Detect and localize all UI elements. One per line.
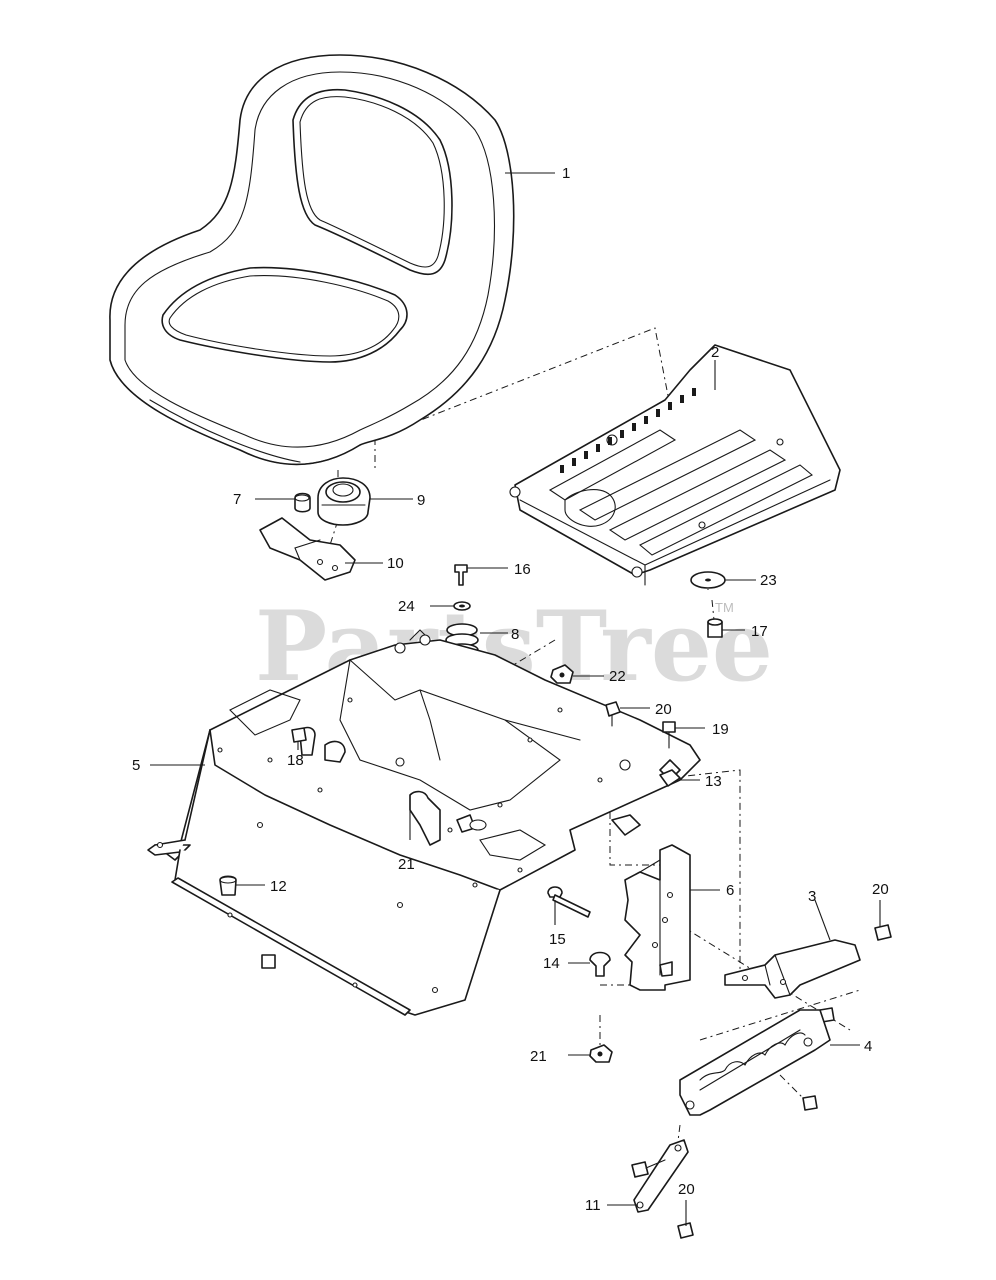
callout-18: 18 <box>287 752 304 769</box>
callout-11: 11 <box>585 1197 601 1214</box>
leader-lines <box>150 172 881 1226</box>
callout-19: 19 <box>712 721 729 738</box>
stud <box>291 727 307 743</box>
callout-8: 8 <box>511 626 519 643</box>
slide-track <box>679 1009 831 1116</box>
callout-13: 13 <box>705 773 722 790</box>
callout-12: 12 <box>270 878 287 895</box>
adjuster-bracket <box>624 844 691 991</box>
callout-2: 2 <box>711 344 719 361</box>
callout-9: 9 <box>417 492 425 509</box>
callout-22: 22 <box>609 668 626 685</box>
callout-16: 16 <box>514 561 531 578</box>
adjuster-plate <box>724 939 861 999</box>
washer <box>453 601 471 611</box>
callout-21-frame: 21 <box>398 856 415 873</box>
callout-1: 1 <box>562 165 570 182</box>
callout-7: 7 <box>233 491 241 508</box>
callout-15: 15 <box>549 931 566 948</box>
seat-pan <box>509 344 841 586</box>
callout-24: 24 <box>398 598 415 615</box>
switch-bracket <box>259 517 356 581</box>
callout-5: 5 <box>132 757 140 774</box>
callout-labels: 1 2 3 4 5 6 7 8 9 10 11 12 13 14 15 16 1… <box>132 165 889 1214</box>
bolt-19 <box>662 721 676 749</box>
arm-bolt <box>631 1159 666 1178</box>
callout-17: 17 <box>751 623 768 640</box>
callout-23: 23 <box>760 572 777 589</box>
callout-4: 4 <box>864 1038 872 1055</box>
callout-20-top: 20 <box>655 701 672 718</box>
callout-3: 3 <box>808 888 816 905</box>
callout-20-right: 20 <box>872 881 889 898</box>
nut-21 <box>589 1044 613 1063</box>
nut <box>550 664 574 684</box>
bolt <box>454 564 468 586</box>
flange-bolt <box>605 701 621 727</box>
callout-14: 14 <box>543 955 560 972</box>
flange-bolt-2 <box>874 924 892 941</box>
rivet <box>589 951 611 977</box>
callout-10: 10 <box>387 555 404 572</box>
link-arm <box>633 1139 689 1213</box>
watermark-trademark: TM <box>715 600 734 615</box>
small-bolt-2 <box>802 1095 818 1111</box>
knob-nut <box>707 618 723 638</box>
clip-nut <box>659 769 681 787</box>
plug <box>219 875 237 896</box>
large-washer <box>690 571 726 589</box>
seat-switch <box>317 477 371 526</box>
bushing <box>294 492 311 513</box>
seat <box>109 54 515 466</box>
callout-6: 6 <box>726 882 734 899</box>
callout-20-bottom: 20 <box>678 1181 695 1198</box>
pin <box>547 886 591 918</box>
callout-21-nut: 21 <box>530 1048 547 1065</box>
